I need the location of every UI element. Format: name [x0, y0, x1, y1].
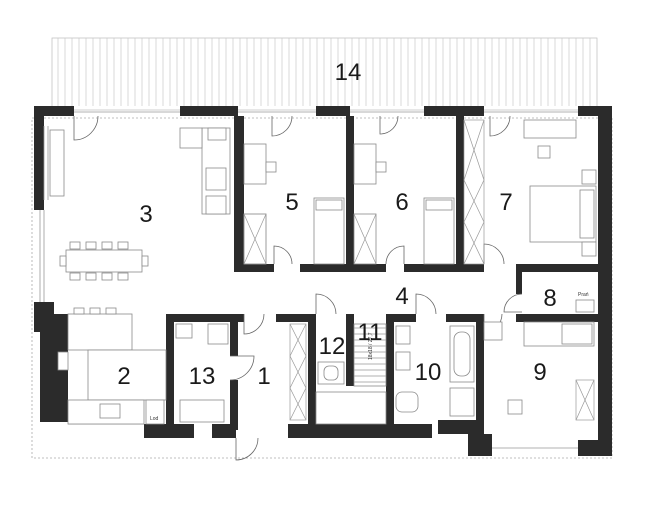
bedroom7-furniture [463, 119, 597, 265]
outer-walls [34, 106, 612, 456]
room-label-13: 13 [189, 363, 216, 390]
doors [73, 115, 523, 461]
lod-label: Lod [150, 416, 159, 422]
stairs: 18x18 / 27,7 [315, 323, 387, 425]
terrace-hatch [51, 37, 598, 111]
room-label-4: 4 [395, 283, 408, 310]
room-label-14: 14 [335, 59, 362, 86]
bedroom-furniture [243, 143, 455, 265]
room-label-9: 9 [533, 359, 546, 386]
room-label-11: 11 [358, 319, 383, 346]
room-label-2: 2 [117, 363, 130, 390]
room9-furniture [483, 321, 595, 421]
stairs-label: 18x18 / 27,7 [368, 332, 374, 360]
pral-label: Prań [578, 292, 589, 298]
bathroom-fixtures [395, 325, 475, 417]
room-label-3: 3 [139, 201, 152, 228]
room-label-7: 7 [499, 189, 512, 216]
room-label-1: 1 [257, 363, 270, 390]
room-label-5: 5 [285, 189, 298, 216]
room-label-6: 6 [395, 189, 408, 216]
room-labels: 1 2 3 4 5 6 7 8 9 10 11 12 13 14 [117, 59, 556, 390]
room-label-10: 10 [415, 359, 442, 386]
room-label-8: 8 [543, 285, 556, 312]
room-label-12: 12 [319, 333, 346, 360]
room8-furniture: Prań [575, 292, 595, 313]
living-furniture [49, 127, 231, 425]
hall-furniture [175, 323, 307, 423]
interior-walls [166, 116, 598, 430]
